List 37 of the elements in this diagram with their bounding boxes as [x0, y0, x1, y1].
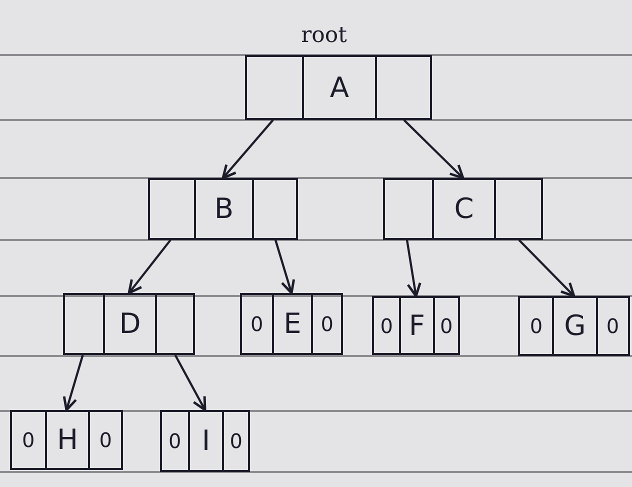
node-key-label: H	[56, 426, 78, 454]
null-pointer-label: 0	[22, 430, 35, 450]
arrow	[274, 240, 296, 294]
node-key-label: A	[330, 74, 350, 102]
null-pointer-label: 0	[168, 431, 182, 451]
arrow	[62, 354, 84, 412]
tree-node-box	[148, 178, 298, 240]
null-pointer-label: 0	[440, 316, 453, 336]
tree-node-box	[383, 178, 543, 240]
tree-node-box	[63, 293, 195, 355]
arrow	[406, 240, 422, 298]
tree-node-box	[245, 55, 432, 120]
node-key-label: G	[564, 312, 586, 340]
null-pointer-label: 0	[530, 316, 543, 336]
arrow	[403, 119, 464, 180]
node-key-label: F	[408, 312, 426, 340]
null-pointer-label: 0	[320, 314, 334, 334]
node-key-label: I	[202, 427, 210, 455]
node-key-label: C	[454, 195, 474, 223]
null-pointer-label: 0	[99, 430, 112, 450]
leaf-node-box	[160, 410, 250, 472]
arrow	[222, 119, 274, 180]
node-key-label: D	[119, 310, 141, 338]
null-pointer-label: 0	[250, 314, 264, 334]
node-key-label: E	[284, 310, 302, 338]
leaf-node-box	[372, 296, 460, 355]
root-label: root	[301, 23, 347, 48]
null-pointer-label: 0	[380, 316, 393, 336]
arrow	[518, 239, 576, 298]
arrow	[174, 354, 206, 412]
null-pointer-label: 0	[606, 316, 620, 336]
leaf-node-box	[240, 293, 343, 355]
arrow	[128, 239, 172, 294]
leaf-node-box	[10, 410, 123, 470]
null-pointer-label: 0	[230, 431, 242, 451]
leaf-node-box	[518, 296, 630, 356]
node-key-label: B	[214, 195, 234, 223]
